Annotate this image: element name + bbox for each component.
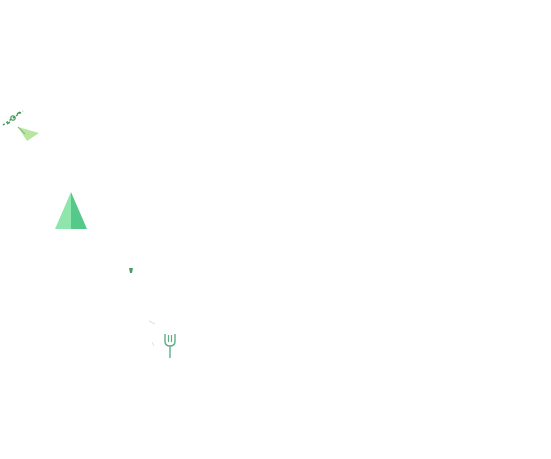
small-cup-icon — [129, 268, 133, 273]
wine-glass-fork-icon — [146, 320, 178, 360]
satellite-beam-icon — [1, 107, 41, 145]
cone-icon — [55, 192, 87, 230]
